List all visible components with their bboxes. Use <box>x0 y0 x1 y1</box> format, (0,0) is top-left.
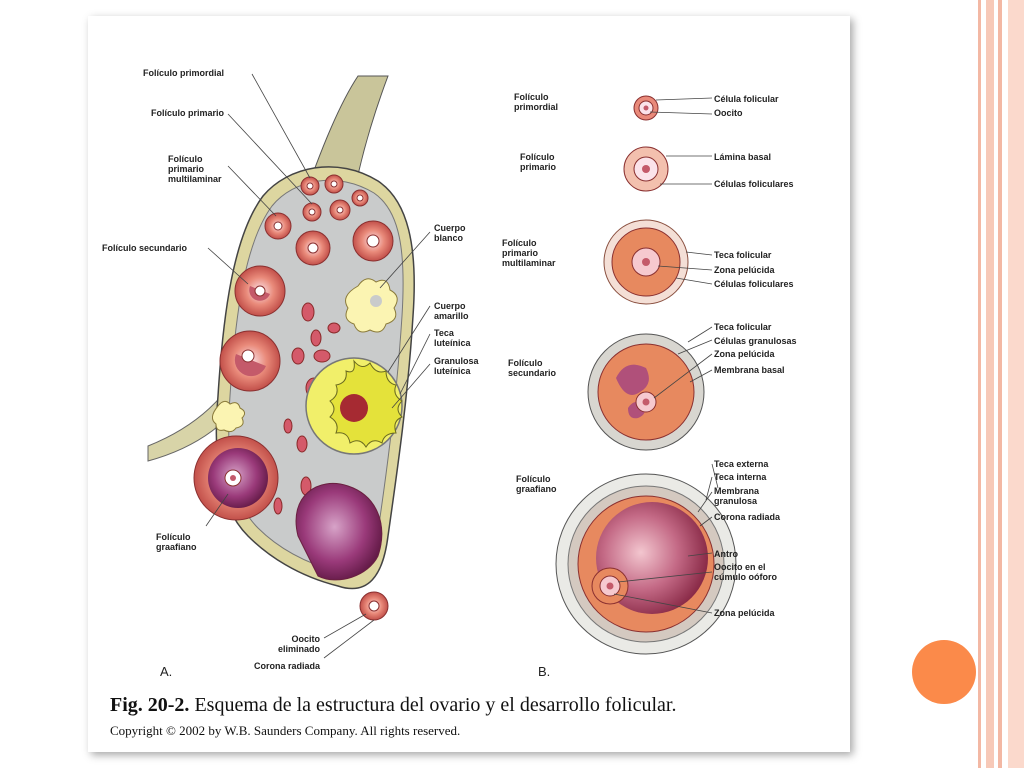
corpus-albicans <box>345 278 398 333</box>
figure-caption: Fig. 20-2. Esquema de la estructura del … <box>110 694 676 717</box>
label-zona-pellucida-sec: Zona pelúcida <box>714 349 775 359</box>
panel-a-letter: A. <box>160 664 173 679</box>
frame-stripe <box>986 0 994 768</box>
stage-primary: Folículo primario <box>520 152 557 172</box>
label-follicular-cells-primary: Células foliculares <box>714 179 794 189</box>
orange-dot-decoration <box>912 640 976 704</box>
figure-number: Fig. 20-2. <box>110 694 190 716</box>
corpus-luteum-core <box>340 394 368 422</box>
corpus-albicans-small <box>212 400 246 433</box>
label-multilaminar-follicle: Folículo primario multilaminar <box>168 154 222 184</box>
label-theca-folicular-sec: Teca folicular <box>714 322 772 332</box>
copyright-notice: Copyright © 2002 by W.B. Saunders Compan… <box>110 723 461 738</box>
stage-primordial: Folículo primordial <box>514 92 559 112</box>
label-basal-lamina: Lámina basal <box>714 152 772 162</box>
label-corona-radiata-a: Corona radiada <box>253 661 320 671</box>
figure-caption-text: Esquema de la estructura del ovario y el… <box>189 694 677 716</box>
stage-multilaminar: Folículo primario multilaminar <box>502 238 556 268</box>
label-theca-folicular-ml: Teca folicular <box>714 250 772 260</box>
label-follicular-cells-ml: Células foliculares <box>714 279 794 289</box>
panel-a-leader-lines <box>205 73 431 659</box>
panel-b-leader-lines <box>613 97 719 614</box>
label-oocyte: Oocito <box>714 108 743 118</box>
label-graafian-follicle: Folículo graafiano <box>156 532 197 552</box>
label-basal-membrane: Membrana basal <box>714 365 785 375</box>
primordial-follicles <box>264 174 369 240</box>
label-oocyte-cumulus: Oocito en el cúmulo oóforo <box>714 562 777 582</box>
label-corpus-albicans: Cuerpo blanco <box>434 223 466 243</box>
label-theca-interna: Teca interna <box>714 472 767 482</box>
frame-stripe <box>978 0 981 768</box>
label-granulosa-cells: Células granulosas <box>714 336 797 346</box>
label-primary-follicle: Folículo primario <box>150 108 224 118</box>
label-follicular-cell: Célula folicular <box>714 94 779 104</box>
frame-stripe <box>998 0 1002 768</box>
label-secondary-follicle: Folículo secundario <box>102 243 188 253</box>
label-corpus-luteum: Cuerpo amarillo <box>434 301 469 321</box>
stage-secondary: Folículo secundario <box>508 358 557 378</box>
label-granulosa-lutein: Granulosa luteínica <box>434 356 479 376</box>
label-theca-lutein: Teca luteínica <box>434 328 471 348</box>
label-corona-radiata-b: Corona radiada <box>714 512 781 522</box>
figure-card: Folículo primordial Folículo primario Fo… <box>88 16 850 752</box>
frame-stripe <box>1008 0 1024 768</box>
label-ovulated-oocyte: Oocito eliminado <box>277 634 320 654</box>
ruptured-follicle <box>295 482 383 581</box>
label-theca-externa: Teca externa <box>714 459 769 469</box>
label-membrana-granulosa: Membrana granulosa <box>714 486 760 506</box>
label-antrum: Antro <box>714 549 738 559</box>
stage-graafian: Folículo graafiano <box>516 474 557 494</box>
label-zona-pellucida-graaf: Zona pelúcida <box>714 608 775 618</box>
panel-b-letter: B. <box>538 664 551 679</box>
label-primordial-follicle: Folículo primordial <box>142 68 224 78</box>
ovary-diagram <box>147 73 737 659</box>
label-zona-pellucida-ml: Zona pelúcida <box>714 265 775 275</box>
